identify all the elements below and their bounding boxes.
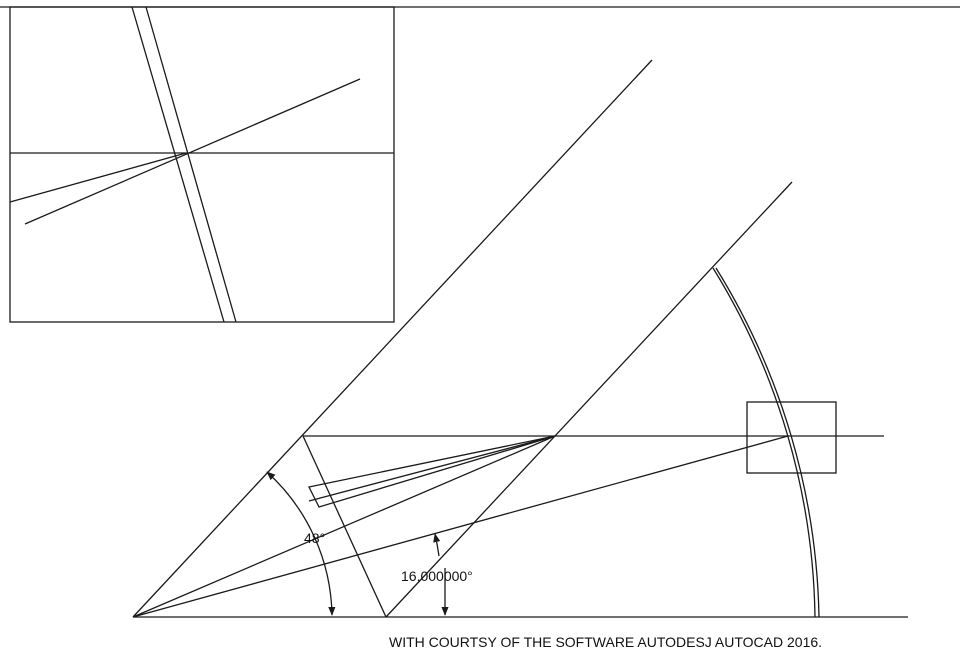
inset-ray-upper	[24, 78, 361, 225]
ray-to-vertex	[132, 435, 556, 618]
arc-outer	[712, 267, 816, 618]
arc-inner	[715, 267, 820, 618]
ray-16-degree	[132, 435, 789, 618]
dimension-arrow-16-upper	[433, 533, 441, 557]
wedge-shape	[308, 435, 556, 508]
ray-48-degree	[132, 59, 653, 618]
dimension-arc-48	[266, 471, 336, 616]
wedge-center-line	[308, 435, 556, 502]
detail-rectangle	[746, 401, 837, 474]
main-construction: 48° 16,000000°	[132, 59, 908, 618]
credit-caption: WITH COURTSY OF THE SOFTWARE AUTODESJ AU…	[389, 634, 822, 650]
inset-ray-lower	[9, 152, 187, 203]
angle-label-48: 48°	[304, 530, 325, 546]
inset-frame	[9, 6, 395, 323]
parallel-offset-ray	[385, 181, 793, 618]
inset-arc-inner	[145, 6, 237, 323]
inset-arc-outer	[131, 6, 225, 323]
angle-label-16: 16,000000°	[401, 568, 473, 584]
inset-detail-view	[9, 6, 395, 323]
